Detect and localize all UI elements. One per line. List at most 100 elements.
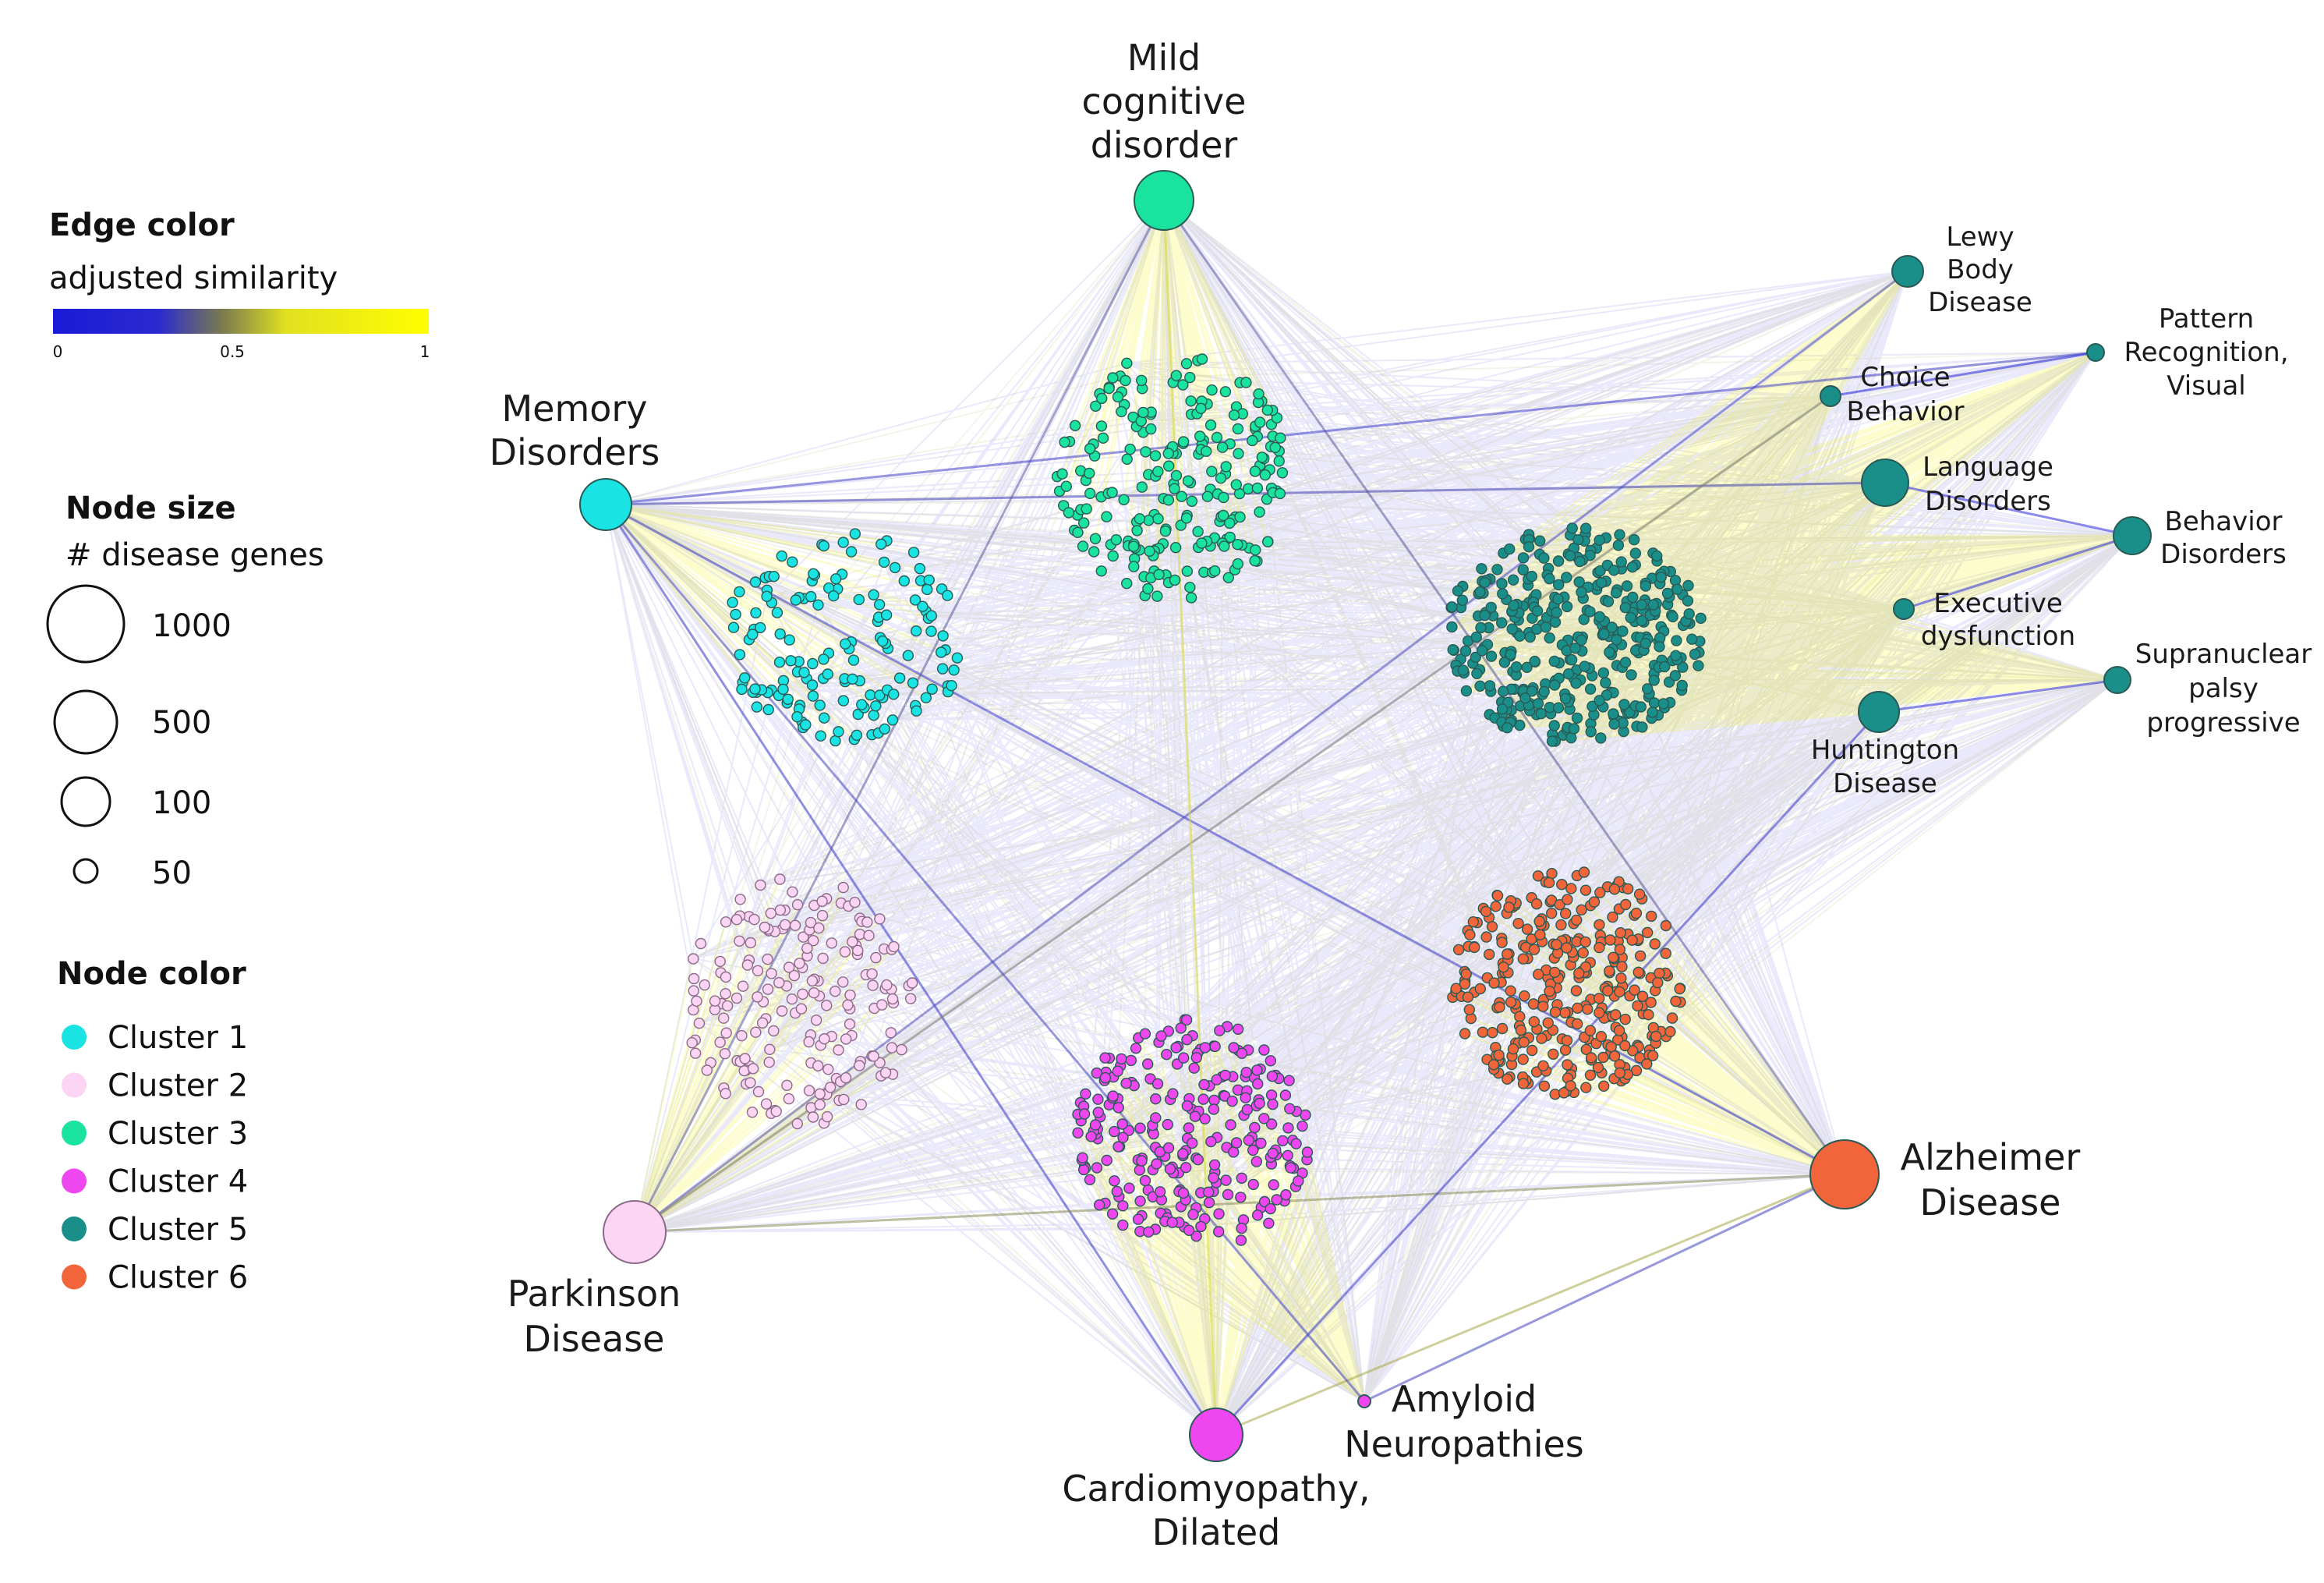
gene-node	[805, 916, 817, 929]
gene-node	[1180, 1014, 1193, 1026]
disease-node-huntington[interactable]	[1858, 691, 1900, 733]
gene-node	[1561, 1035, 1573, 1046]
gene-node	[1574, 555, 1586, 568]
gene-node	[1186, 1137, 1198, 1149]
gene-node	[1072, 1127, 1084, 1139]
gene-node	[849, 896, 861, 908]
gene-node	[1568, 723, 1580, 735]
gene-node	[770, 1105, 782, 1117]
size-legend-label-500: 500	[152, 705, 211, 741]
gene-node	[1658, 660, 1671, 673]
gene-node	[1544, 985, 1555, 997]
gene-node	[1618, 699, 1630, 710]
disease-node-cardio[interactable]	[1189, 1408, 1243, 1462]
gene-node	[886, 714, 899, 726]
gene-node	[1527, 998, 1540, 1010]
cluster-6-legend-label: Cluster 6	[108, 1260, 248, 1296]
gene-node	[1584, 1025, 1597, 1036]
gene-node	[923, 574, 935, 586]
gene-node	[777, 683, 789, 696]
gene-node	[1192, 526, 1204, 537]
gene-node	[1162, 460, 1175, 472]
gene-node	[1446, 601, 1458, 613]
gene-node	[813, 922, 825, 934]
gene-node	[1613, 1025, 1625, 1036]
gene-node	[1556, 878, 1568, 891]
gene-node	[1249, 1121, 1261, 1134]
disease-node-language[interactable]	[1861, 459, 1909, 507]
gene-node	[873, 599, 886, 611]
disease-node-alzheimer[interactable]	[1809, 1139, 1880, 1209]
gene-node	[1128, 561, 1140, 572]
disease-node-parkinson[interactable]	[603, 1200, 667, 1264]
disease-node-lewy[interactable]	[1891, 255, 1924, 288]
gene-node	[763, 1056, 775, 1068]
gene-node	[1635, 701, 1647, 713]
gene-node	[1594, 565, 1606, 577]
label-line: Supranuclear	[2135, 639, 2312, 670]
gene-node	[1227, 1146, 1240, 1158]
gene-node	[1095, 420, 1108, 432]
disease-node-executive[interactable]	[1893, 598, 1915, 620]
gene-node	[874, 689, 886, 701]
gene-node	[1250, 1156, 1263, 1167]
gene-node	[1571, 712, 1583, 724]
edge-color-scale-bar	[53, 309, 429, 334]
gene-node	[1491, 890, 1504, 901]
gene-node	[1604, 646, 1615, 658]
gene-node	[807, 690, 819, 702]
disease-node-choice[interactable]	[1820, 385, 1841, 407]
gene-node	[1089, 1119, 1102, 1131]
gene-node	[914, 562, 926, 575]
gene-node	[1199, 1042, 1212, 1054]
disease-node-behavior[interactable]	[2113, 516, 2152, 555]
gene-node	[1112, 1102, 1124, 1114]
gene-node	[714, 955, 726, 968]
gene-node	[1253, 388, 1265, 400]
gene-node	[887, 689, 900, 700]
gene-node	[1608, 1050, 1621, 1062]
gene-node	[1480, 905, 1492, 918]
disease-node-supranuclear[interactable]	[2103, 666, 2131, 694]
gene-node	[1625, 611, 1636, 624]
gene-node	[1619, 602, 1632, 614]
gene-node	[863, 930, 875, 941]
gene-node	[1452, 944, 1465, 956]
disease-node-mild[interactable]	[1134, 170, 1194, 231]
gene-node	[1267, 1147, 1279, 1160]
gene-node	[1132, 1213, 1144, 1225]
gene-node	[951, 652, 964, 664]
gene-node	[1562, 894, 1573, 905]
gene-node	[1296, 1120, 1308, 1132]
gene-node	[794, 958, 805, 969]
gene-node	[1117, 1131, 1129, 1144]
gene-node	[812, 599, 824, 611]
gene-node	[1536, 1032, 1548, 1044]
gene-node	[820, 1000, 833, 1011]
gene-node	[937, 630, 949, 642]
gene-node	[1274, 487, 1286, 500]
gene-node	[844, 989, 856, 1001]
gene-node	[907, 547, 920, 558]
gene-node	[1069, 420, 1081, 431]
gene-node	[1184, 371, 1196, 384]
edge-memory-pattern	[605, 351, 2096, 506]
gene-node	[1615, 926, 1626, 939]
gene-node	[821, 1110, 833, 1123]
gene-node	[1614, 529, 1625, 540]
gene-node	[805, 590, 817, 603]
cluster-4-legend-label: Cluster 4	[108, 1164, 248, 1200]
disease-node-pattern[interactable]	[2086, 343, 2105, 362]
gene-node	[1548, 720, 1560, 731]
disease-node-amyloid[interactable]	[1357, 1394, 1371, 1408]
disease-node-memory[interactable]	[579, 478, 632, 531]
cluster-5-legend-label: Cluster 5	[108, 1212, 248, 1248]
edge-scale-tick-0-5: 0.5	[220, 342, 245, 361]
cluster-3-genes	[1051, 353, 1289, 604]
gene-node	[1063, 507, 1075, 519]
size-legend-circle-50	[73, 858, 99, 884]
gene-node	[1683, 608, 1695, 620]
gene-node	[917, 600, 929, 612]
gene-node	[1526, 1044, 1538, 1057]
